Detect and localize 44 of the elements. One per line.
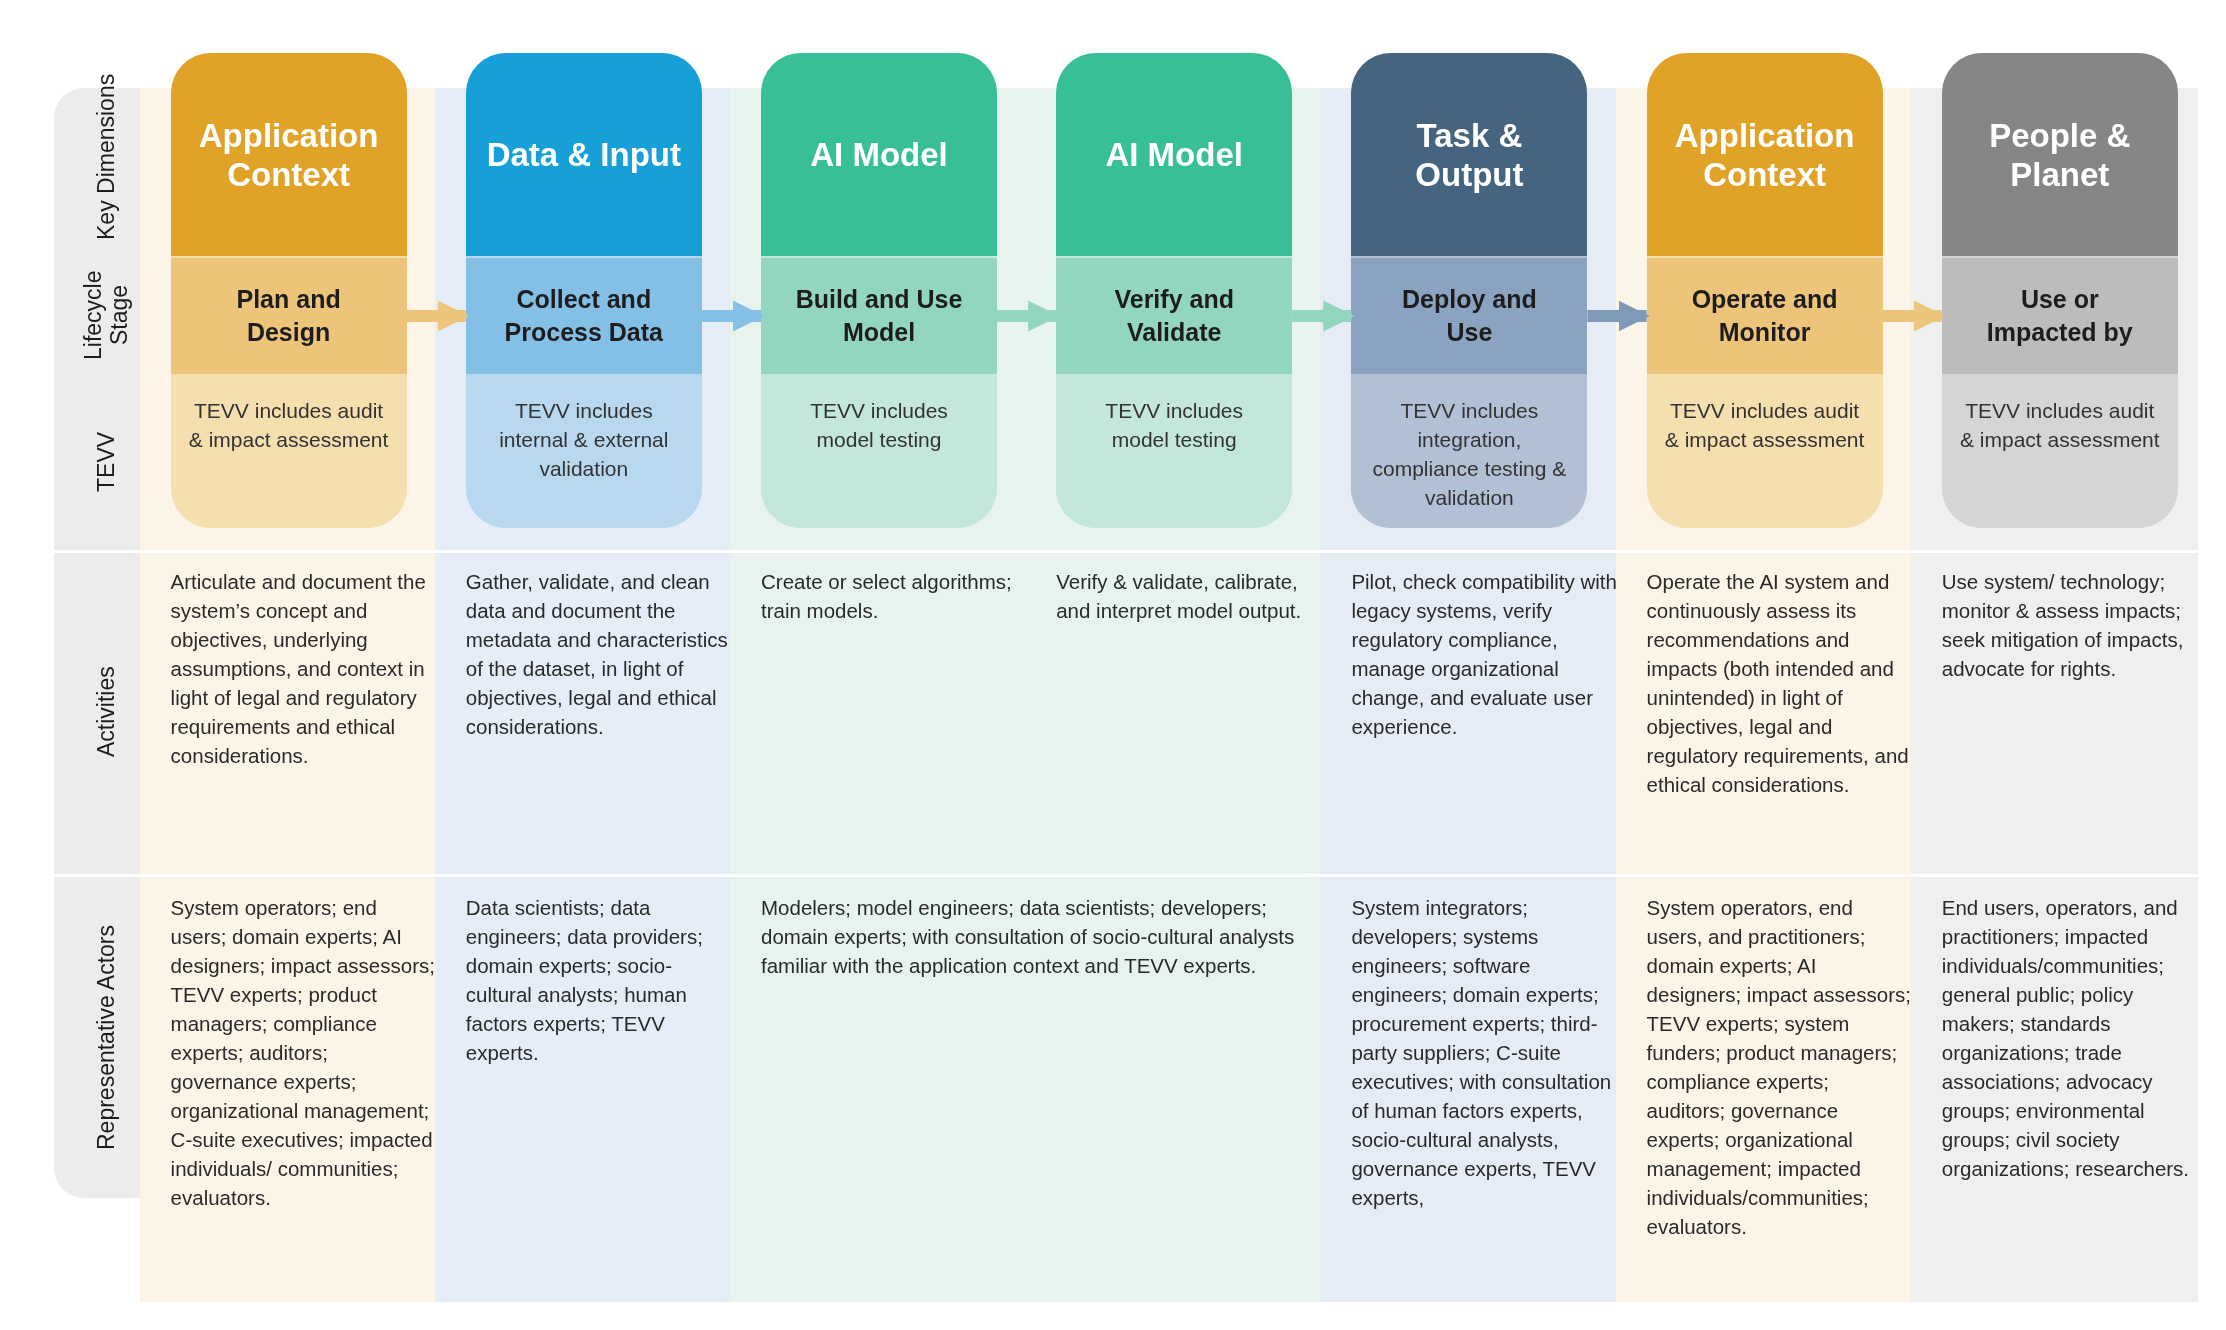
dimension-header: Task & Output: [1351, 53, 1588, 256]
activity-text: Operate the AI system and continuously assess its recommendations and impacts (both intended and unintended) in light of objectives, legal and regulatory requirements, and ethical considerations.: [1646, 569, 1910, 798]
arrow: [406, 300, 469, 332]
stage-card: [465, 53, 702, 528]
actors-text: End users, operators, and practitioners; impacted individuals/communities; general public; policy makers; standards organizations; trade associations; advocacy groups; environmental groups; civil society organizations; researchers.: [1941, 895, 2191, 1182]
activity-text: Verify & validate, calibrate, and interpret model output.: [1056, 569, 1303, 624]
activity-text: Gather, validate, and clean data and document the metadata and characteristics of the dataset, in light of objectives, legal and ethical considerations.: [465, 569, 729, 740]
dimension-header: Application Context: [1646, 53, 1883, 256]
row-header: TEVV: [92, 430, 120, 495]
stage-card: [170, 53, 407, 528]
stage-card: [1646, 53, 1883, 528]
lifecycle-stage: Operate and Monitor: [1646, 258, 1883, 374]
row-header: Representative Actors: [92, 923, 120, 1152]
stage-card: [1056, 53, 1293, 528]
activity-text: Use system/ technology; monitor & assess impacts; seek mitigation of impacts, advocate for rights.: [1941, 569, 2185, 682]
actors-text: Modelers; model engineers; data scientists; developers; domain experts; with consultation of socio-cultural analysts familiar with the application context and TEVV experts.: [761, 895, 1296, 979]
arrow: [701, 300, 765, 332]
lifecycle-stage: Build and Use Model: [761, 258, 997, 374]
arrow: [1587, 300, 1650, 332]
arrow: [1292, 300, 1355, 332]
actors-text: System operators, end users, and practitioners; domain experts; AI designers; impact assessors; TEVV experts; system funders; product managers; compliance experts; auditors; governance experts; organizational management; impacted individuals/communities; evaluators.: [1646, 895, 1912, 1240]
actors-text: System operators; end users; domain experts; AI designers; impact assessors; TEVV experts; product managers; compliance experts; auditors; governance experts; organizational management; C-suite executives; impacted individuals/ communities; evaluators.: [170, 895, 436, 1211]
row-header: Lifecycle Stage: [79, 269, 133, 362]
lifecycle-stage: Use or Impacted by: [1941, 258, 2178, 374]
row-header: Activities: [92, 665, 120, 760]
lifecycle-stage: Deploy and Use: [1351, 258, 1588, 374]
stage-card: [1351, 53, 1588, 528]
stage-card: [1941, 53, 2178, 528]
dimension-header: AI Model: [1056, 53, 1293, 256]
arrow: [1882, 300, 1945, 332]
lifecycle-stage: Verify and Validate: [1056, 258, 1293, 374]
stage-card: [761, 53, 997, 528]
lifecycle-stage: Plan and Design: [170, 258, 407, 374]
actors-text: System integrators; developers; systems engineers; software engineers; domain experts; procurement experts; third-party suppliers; C-suite executives; with consultation of human factors experts, socio-cultural analysts, governance experts, TEVV experts,: [1351, 895, 1613, 1211]
activity-text: Pilot, check compatibility with legacy systems, verify regulatory compliance, manage organizational change, and evaluate user experience.: [1351, 569, 1618, 740]
dimension-header: Application Context: [170, 53, 407, 256]
dimension-header: People & Planet: [1941, 53, 2178, 256]
dimension-header: AI Model: [761, 53, 997, 256]
activity-text: Articulate and document the system’s concept and objectives, underlying assumptions, and context in light of legal and regulatory requirements and ethical considerations.: [170, 569, 427, 769]
dimension-header: Data & Input: [465, 53, 702, 256]
row-header: Key Dimensions: [92, 72, 120, 242]
lifecycle-stage: Collect and Process Data: [465, 258, 702, 374]
actors-text: Data scientists; data engineers; data providers; domain experts; socio-cultural analysts; human factors experts; TEVV experts.: [465, 895, 704, 1066]
activity-text: Create or select algorithms; train models.: [761, 569, 1013, 624]
